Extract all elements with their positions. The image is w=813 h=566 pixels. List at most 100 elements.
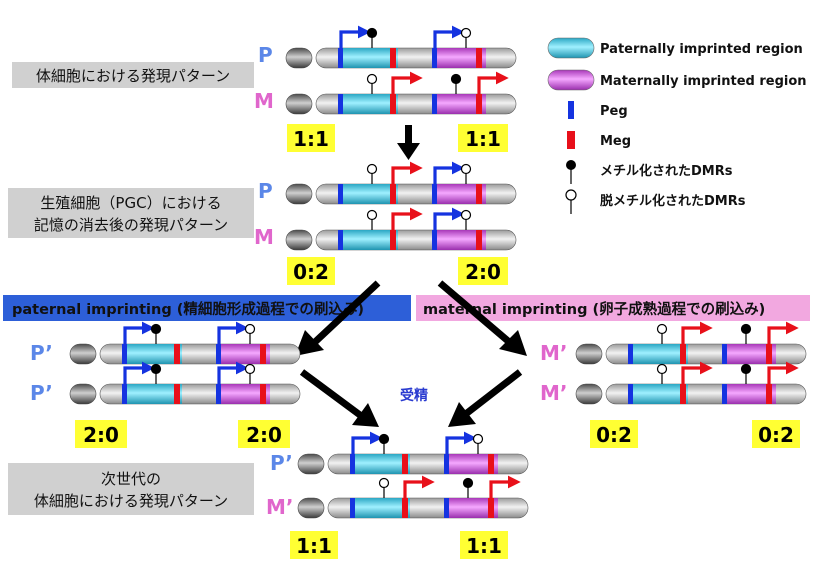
label-P-prime-next: P’ [270,451,293,475]
ratio-next-right: 1:1 [460,531,508,559]
meg-gene [766,384,772,404]
meg-gene [680,344,686,364]
stage-label-pgc: 生殖細胞（PGC）における 記憶の消去後の発現パターン [8,188,254,238]
arrow-somatic-to-pgc [397,125,420,160]
label-P-prime-paternal-2: P’ [30,381,53,405]
meg-gene [488,454,494,474]
expression-arrow [767,361,799,384]
expression-arrow [351,431,383,454]
meg-gene [390,94,396,114]
methylated-dmr [740,323,752,335]
label-M-prime-maternal-2: M’ [540,381,568,405]
methylated-dmr [378,433,390,445]
methylated-dmr [150,323,162,335]
meg-gene [476,184,482,204]
expression-arrow [123,321,155,344]
methylated-dmr [366,27,378,39]
meg-gene [390,48,396,68]
meg-gene [766,344,772,364]
chromosome-P-prime-paternal-1 [69,321,301,365]
peg-gene [432,48,437,68]
expression-arrow [433,25,465,48]
meg-gene [260,344,266,364]
demethylated-dmr [656,363,668,375]
chromosome-P-prime-next [297,431,529,475]
demethylated-dmr [244,323,256,335]
svg-text:Meg: Meg [600,134,631,149]
meg-gene [476,230,482,250]
expression-arrow [339,25,371,48]
label-P-somatic: P [258,43,273,67]
legend-demethylated-dmr: 脱メチル化されたDMRs [565,189,746,214]
demethylated-dmr [656,323,668,335]
peg-gene [432,184,437,204]
svg-text:Maternally imprinted region: Maternally imprinted region [600,74,807,89]
svg-text:脱メチル化されたDMRs: 脱メチル化されたDMRs [600,193,746,209]
svg-text:0:2: 0:2 [293,260,329,284]
legend-meg: Meg [567,131,631,149]
meg-gene [680,384,686,404]
demethylated-dmr [366,163,378,175]
svg-text:2:0: 2:0 [246,423,282,447]
stage-label-next-line1: 次世代の [101,470,161,488]
chromosome-P-pgc [285,161,517,205]
ratio-pgc-right: 2:0 [458,257,508,285]
chromosome-M-pgc [285,207,517,251]
svg-text:2:0: 2:0 [83,423,119,447]
peg-gene [216,344,221,364]
expression-arrow [217,361,249,384]
peg-gene [628,344,633,364]
peg-gene [338,230,343,250]
stage-label-pgc-line1: 生殖細胞（PGC）における [40,194,221,212]
methylated-dmr [462,477,474,489]
label-P-pgc: P [258,179,273,203]
svg-text:1:1: 1:1 [465,127,501,151]
demethylated-dmr [460,209,472,221]
ratio-maternal-right: 0:2 [752,420,800,448]
peg-gene [338,94,343,114]
ratio-somatic-left: 1:1 [287,124,335,152]
svg-text:メチル化されたDMRs: メチル化されたDMRs [600,163,733,179]
expression-arrow [433,161,465,184]
ratio-next-left: 1:1 [290,531,338,559]
chromosome-P-prime-paternal-2 [69,361,301,405]
expression-arrow [391,71,423,94]
legend-paternal-region: Paternally imprinted region [547,37,803,59]
stage-label-somatic: 体細胞における発現パターン [12,62,254,88]
expression-arrow [123,361,155,384]
peg-gene [338,184,343,204]
svg-text:1:1: 1:1 [293,127,329,151]
meg-gene [402,498,408,518]
stage-label-next-line2: 体細胞における発現パターン [34,492,228,510]
peg-gene [338,48,343,68]
fertilization-label: 受精 [400,387,428,404]
svg-text:2:0: 2:0 [465,260,501,284]
legend-methylated-dmr: メチル化されたDMRs [566,160,733,184]
meg-gene [476,94,482,114]
paternal-imprinting-header-text: paternal imprinting (精細胞形成過程での刷込み) [12,300,364,318]
ratio-paternal-right: 2:0 [238,420,290,448]
methylated-dmr [740,363,752,375]
expression-arrow [217,321,249,344]
peg-gene [444,454,449,474]
demethylated-dmr [366,209,378,221]
demethylated-dmr [460,27,472,39]
expression-arrow [767,321,799,344]
stage-label-somatic-text: 体細胞における発現パターン [36,67,230,85]
expression-arrow [433,207,465,230]
peg-gene [432,94,437,114]
demethylated-dmr [460,163,472,175]
chromosome-M-somatic [285,71,517,115]
legend: Paternally imprinted region Maternally i… [547,37,807,214]
ratio-somatic-right: 1:1 [458,124,508,152]
svg-text:1:1: 1:1 [296,534,332,558]
label-M-pgc: M [254,225,274,249]
svg-text:0:2: 0:2 [758,423,794,447]
peg-gene [350,498,355,518]
methylated-dmr [450,73,462,85]
label-P-prime-paternal-1: P’ [30,341,53,365]
meg-gene [402,454,408,474]
expression-arrow [445,431,477,454]
chromosome-P-somatic [285,25,517,69]
expression-arrow [477,71,509,94]
